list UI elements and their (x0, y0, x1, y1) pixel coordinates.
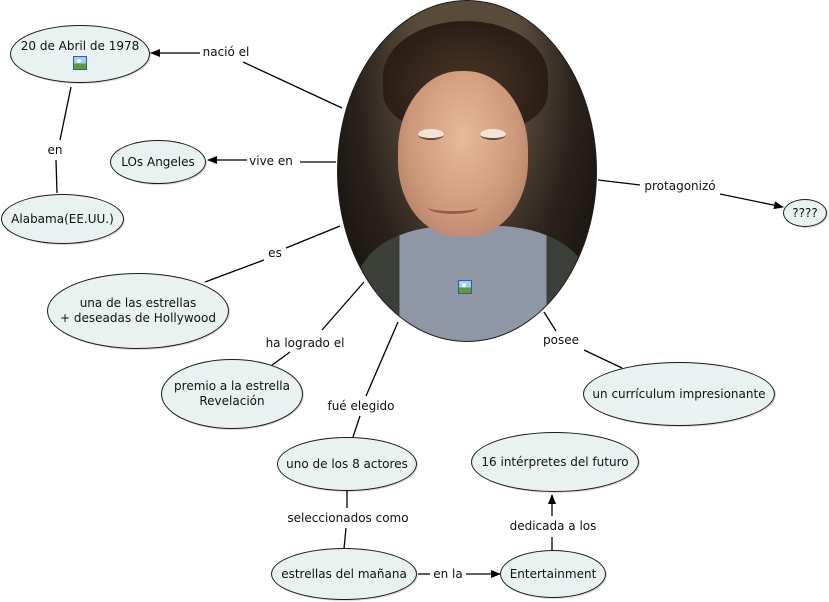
link-label-en-la[interactable]: en la (431, 567, 465, 581)
node-los-angeles-text: LOs Angeles (121, 155, 195, 170)
node-ocho-actores[interactable]: uno de los 8 actores (277, 437, 417, 491)
node-premio-revelacion[interactable]: premio a la estrella Revelación (161, 359, 303, 429)
line-posee-to-curriculum (584, 350, 622, 368)
node-entertainment[interactable]: Entertainment (500, 550, 606, 598)
node-interpretes-futuro[interactable]: 16 intérpretes del futuro (471, 432, 639, 492)
line-photo-to-es (286, 226, 340, 248)
node-estrellas-deseadas[interactable]: una de las estrellas + deseadas de Holly… (47, 273, 229, 349)
node-curriculum-text: un currículum impresionante (592, 387, 765, 402)
line-es-to-estrellas (205, 260, 264, 282)
node-birth-date[interactable]: 20 de Abril de 1978 (10, 25, 150, 83)
node-los-angeles[interactable]: LOs Angeles (110, 140, 206, 184)
node-estrellas-manana[interactable]: estrellas del mañana (271, 548, 417, 600)
line-seleccionados-to-manana (344, 528, 346, 549)
node-estrellas-line2: + deseadas de Hollywood (60, 311, 216, 326)
link-label-nacio[interactable]: nació el (201, 45, 252, 59)
link-label-en[interactable]: en (46, 143, 65, 157)
line-photo-to-nacio (243, 62, 342, 108)
link-label-protagonizo[interactable]: protagonizó (642, 179, 717, 193)
right-eye-shape (480, 129, 506, 140)
line-en-to-alabama (56, 160, 57, 193)
link-label-vive[interactable]: vive en (247, 154, 295, 168)
node-entertainment-text: Entertainment (510, 567, 597, 582)
link-label-logrado[interactable]: ha logrado el (264, 336, 347, 350)
link-label-es[interactable]: es (266, 246, 284, 260)
image-icon[interactable] (458, 280, 472, 294)
line-photo-to-protagonizo (598, 180, 640, 185)
link-label-posee[interactable]: posee (541, 333, 581, 347)
node-alabama[interactable]: Alabama(EE.UU.) (1, 194, 124, 244)
line-protagonizo-to-target (720, 194, 783, 207)
shirt-shape (358, 226, 588, 342)
node-estrellas-manana-text: estrellas del mañana (281, 567, 407, 582)
line-date-to-en (60, 87, 71, 140)
node-premio-line1: premio a la estrella (174, 379, 290, 394)
link-label-elegido[interactable]: fué elegido (325, 399, 396, 413)
node-birth-date-text: 20 de Abril de 1978 (21, 39, 140, 54)
left-eye-shape (418, 129, 444, 140)
node-alabama-text: Alabama(EE.UU.) (11, 212, 114, 227)
node-premio-line2: Revelación (199, 394, 264, 409)
node-protagonizo-target[interactable]: ???? (783, 199, 827, 227)
link-label-dedicada[interactable]: dedicada a los (508, 519, 599, 533)
node-estrellas-line1: una de las estrellas (80, 296, 197, 311)
node-protagonizo-target-text: ???? (792, 206, 817, 221)
node-ocho-actores-text: uno de los 8 actores (286, 457, 408, 472)
mouth-shape (428, 201, 478, 214)
image-icon[interactable] (73, 56, 87, 70)
node-curriculum[interactable]: un currículum impresionante (583, 362, 775, 426)
node-interpretes-text: 16 intérpretes del futuro (481, 455, 628, 470)
link-label-seleccionados[interactable]: seleccionados como (285, 511, 410, 525)
line-elegido-to-actores (353, 416, 360, 437)
